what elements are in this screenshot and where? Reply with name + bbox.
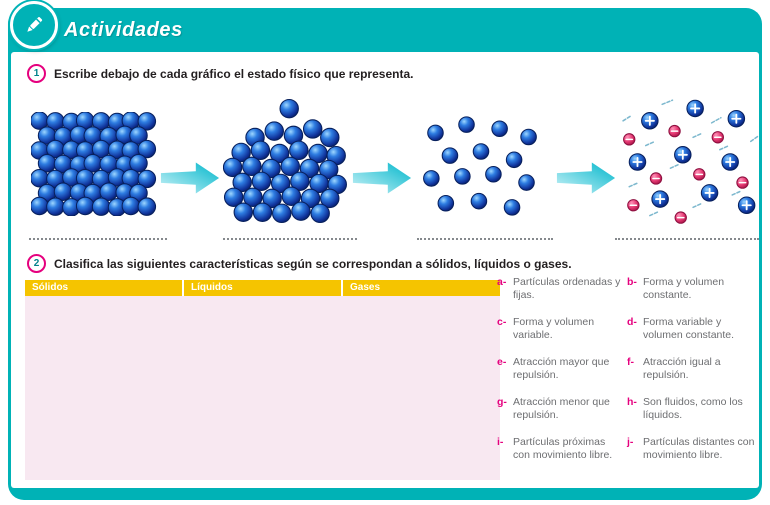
- diagram-liquid-particles: [223, 98, 349, 224]
- answer-line-4: [615, 238, 759, 240]
- characteristic-item: a-Partículas ordenadas y fijas.: [497, 276, 621, 302]
- arrow-right-icon: [351, 160, 413, 196]
- characteristics-column-right: b-Forma y volumen constante. d-Forma vari…: [627, 276, 759, 475]
- answer-line-2: [223, 238, 357, 240]
- content-panel: 1 Escribe debajo de cada gráfico el esta…: [11, 52, 759, 488]
- arrow-right-icon: [159, 160, 221, 196]
- answer-line-3: [417, 238, 553, 240]
- activity-2-instruction: Clasifica las siguientes características…: [54, 256, 572, 271]
- characteristic-item: h-Son fluidos, como los líquidos.: [627, 395, 743, 422]
- arrow-right-icon: [555, 160, 617, 196]
- table-header-solidos: Sólidos: [25, 280, 182, 296]
- characteristic-item: c-Forma y volumen variable.: [497, 315, 595, 342]
- characteristic-item: i-Partículas próximas con movimiento lib…: [497, 435, 613, 461]
- characteristics-column-left: a-Partículas ordenadas y fijas. c-Forma y…: [497, 276, 621, 475]
- characteristic-item: e-Atracción mayor que repulsión.: [497, 355, 610, 382]
- activity-1-header: 1 Escribe debajo de cada gráfico el esta…: [27, 64, 413, 83]
- answer-line-1: [29, 238, 167, 240]
- activity-2-header: 2 Clasifica las siguientes característic…: [27, 254, 572, 273]
- classification-table-header: Sólidos Líquidos Gases: [25, 280, 500, 296]
- footer-band: [8, 488, 762, 500]
- page-title: Actividades: [64, 19, 183, 41]
- table-header-gases: Gases: [343, 280, 500, 296]
- characteristic-item: d-Forma variable y volumen constante.: [627, 315, 735, 342]
- classification-table: Sólidos Líquidos Gases: [25, 280, 500, 480]
- activity-1-instruction: Escribe debajo de cada gráfico el estado…: [54, 66, 414, 81]
- characteristic-item: j-Partículas distantes con movimiento li…: [627, 435, 755, 461]
- diagram-plasma-particles: [621, 98, 759, 226]
- pencil-icon: [10, 1, 58, 49]
- diagram-solid-particles: [31, 112, 157, 216]
- characteristic-item: g-Atracción menor que repulsión.: [497, 395, 610, 422]
- characteristic-item: f-Atracción igual a repulsión.: [627, 355, 721, 382]
- activity-1-number-badge: 1: [27, 64, 46, 83]
- page-frame: 1 Escribe debajo de cada gráfico el esta…: [8, 8, 762, 500]
- activity-2-number-badge: 2: [27, 254, 46, 273]
- table-header-liquidos: Líquidos: [184, 280, 341, 296]
- table-answer-area: [25, 296, 500, 480]
- diagram-gas-particles: [421, 114, 541, 218]
- characteristic-item: b-Forma y volumen constante.: [627, 276, 725, 302]
